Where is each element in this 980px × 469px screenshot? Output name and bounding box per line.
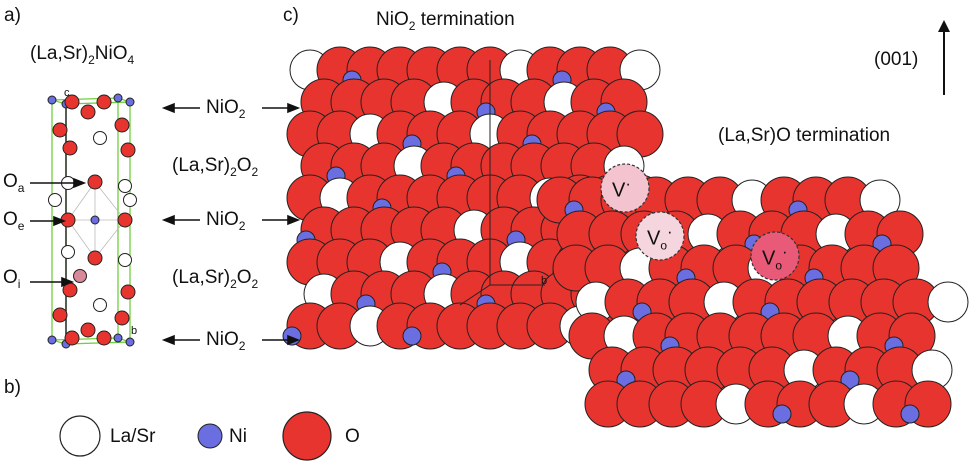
slab-atom	[927, 281, 969, 323]
cell-atom	[117, 212, 133, 228]
cell-atom	[47, 335, 57, 345]
legend-o-marker	[282, 411, 332, 461]
cell-atom	[64, 94, 80, 110]
cell-atom	[61, 245, 75, 259]
cell-atom	[62, 140, 78, 156]
slab-atoms	[282, 46, 969, 428]
cell-atom	[87, 174, 103, 190]
cell-atom	[80, 104, 96, 120]
vacancy-markers	[600, 163, 800, 281]
oxygen-site-a-label: Oa	[3, 171, 25, 195]
slab-atom	[900, 404, 920, 424]
slab-axis-b-label: b	[541, 275, 548, 287]
legend-ni-label: Ni	[229, 426, 247, 447]
nio2-termination-label: NiO2 termination	[376, 9, 515, 33]
vacancy-2-label: Vo·	[647, 222, 673, 253]
layer-label-lasro-2: (La,Sr)2O2	[172, 267, 259, 291]
compound-formula: (La,Sr)2NiO4	[30, 43, 135, 67]
legend-ni-marker	[197, 423, 223, 449]
lasro-termination-label: (La,Sr)O termination	[718, 125, 891, 146]
cell-atom	[118, 253, 132, 267]
cell-atom	[125, 337, 135, 347]
oxygen-site-i-label: Oi	[3, 267, 21, 291]
cell-atom	[113, 333, 123, 343]
panel-b-label: b)	[4, 377, 21, 398]
legend-o-label: O	[345, 426, 360, 447]
cell-atom	[96, 330, 112, 346]
cell-atom	[125, 97, 135, 107]
cell-atom	[87, 250, 103, 266]
cell-atom	[47, 95, 57, 105]
cell-atom	[118, 179, 132, 193]
layer-label-nio2-mid: NiO2	[206, 209, 246, 233]
cell-atom	[93, 131, 107, 145]
layer-label-lasro-1: (La,Sr)2O2	[172, 155, 259, 179]
legend-lasr-marker	[59, 415, 101, 457]
cell-atom	[73, 269, 87, 283]
cell-atoms	[47, 93, 137, 349]
cell-atom	[123, 193, 137, 207]
vacancy-1-label: V·	[612, 174, 631, 202]
oxygen-site-e-label: Oe	[3, 209, 25, 233]
panel-a-label: a)	[4, 5, 21, 26]
cell-atom	[113, 93, 123, 103]
cell-atom	[80, 322, 96, 338]
cell-atom	[90, 215, 100, 225]
layer-label-nio2-bottom: NiO2	[206, 329, 246, 353]
cell-atom	[93, 298, 107, 312]
cell-axis-b-label: b	[131, 325, 138, 337]
cell-atom	[96, 94, 112, 110]
slab-atom	[772, 404, 792, 424]
cell-atom	[52, 307, 68, 323]
cell-atom	[64, 330, 80, 346]
vacancy-3-label: Vo·	[762, 242, 788, 273]
cell-atom	[120, 284, 136, 300]
direction-001-arrow	[938, 20, 950, 95]
layer-arrows	[30, 102, 301, 346]
slab-axes	[459, 60, 545, 306]
direction-001-label: (001)	[874, 49, 919, 70]
cell-axis-c-label: c	[64, 87, 70, 99]
panel-c-label: c)	[283, 5, 299, 26]
layer-label-nio2-top: NiO2	[206, 97, 246, 121]
slab-atom	[402, 326, 422, 346]
vacancy-2-circle	[635, 211, 685, 261]
cell-atom	[52, 122, 68, 138]
cell-atom	[114, 310, 130, 326]
cell-atom	[114, 117, 130, 133]
vacancy-1-circle	[600, 163, 650, 213]
legend-markers	[59, 411, 332, 461]
cell-atom	[48, 193, 62, 207]
legend-lasr-label: La/Sr	[110, 426, 156, 447]
vacancy-3-circle	[750, 231, 800, 281]
cell-atom	[120, 142, 136, 158]
